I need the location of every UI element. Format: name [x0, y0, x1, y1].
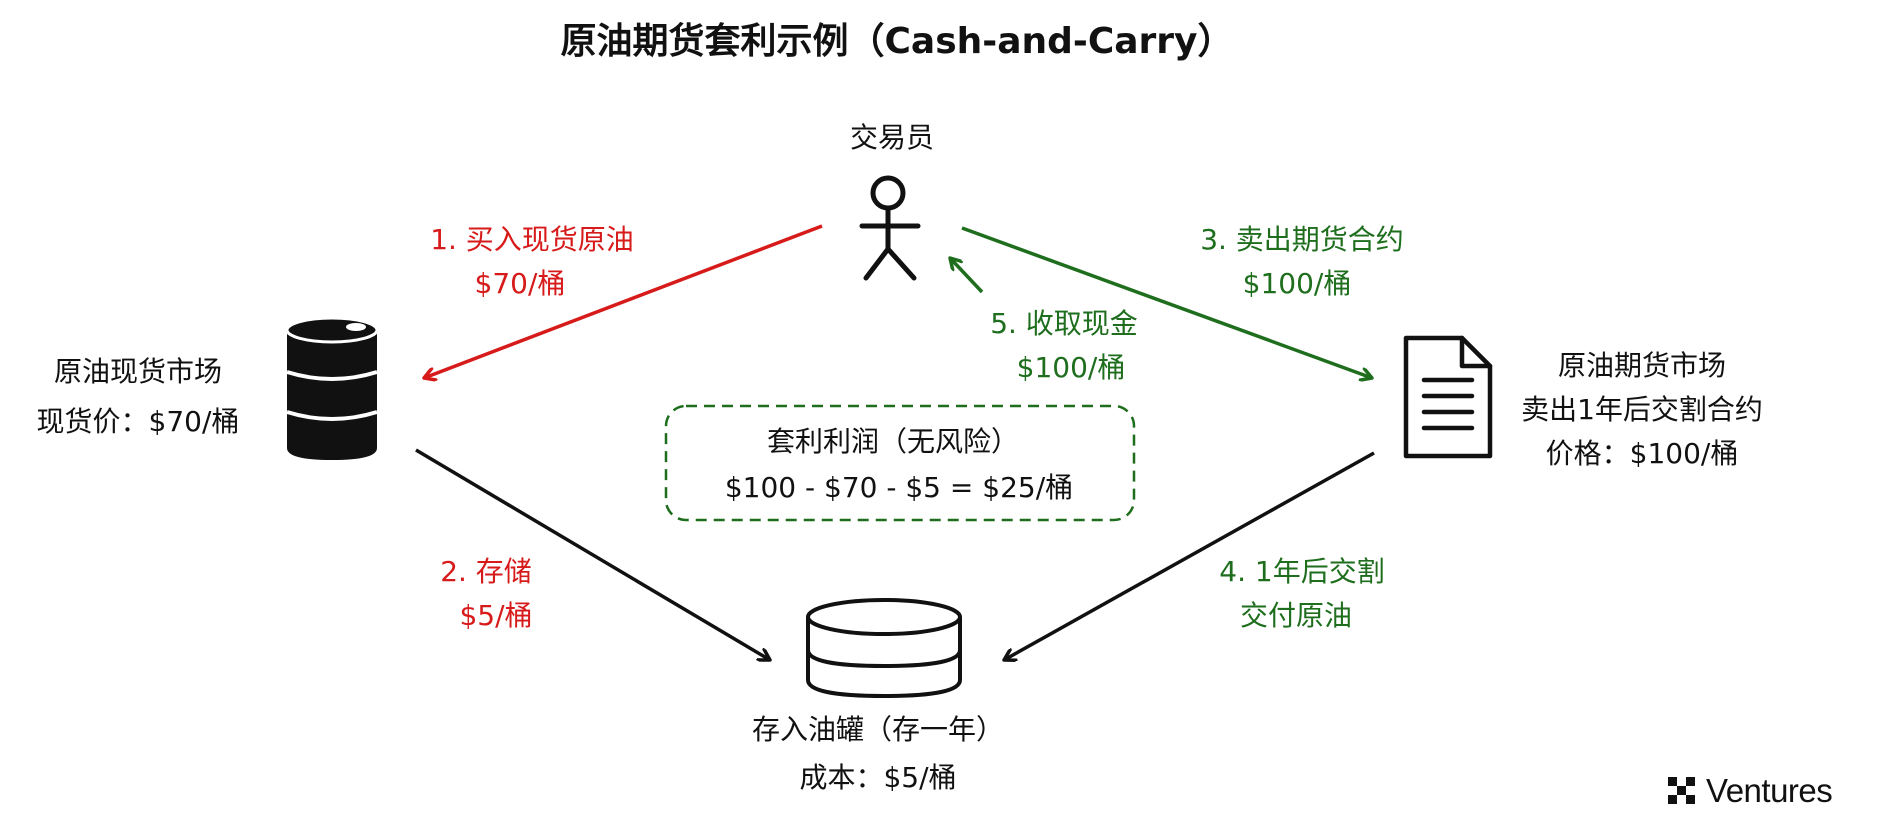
- arrow-collect-cash: [950, 258, 984, 294]
- futures-market-title: 原油期货市场: [1557, 349, 1727, 382]
- step-deliver-value: 交付原油: [1239, 599, 1353, 632]
- step-sell-futures-label: 3. 卖出期货合约: [1200, 223, 1404, 256]
- futures-market-desc: 卖出1年后交割合约: [1521, 393, 1763, 426]
- brand-name: Ventures: [1706, 772, 1833, 809]
- arrow-deliver: [1004, 451, 1375, 660]
- trader-label: 交易员: [849, 121, 935, 154]
- futures-market-price: 价格：$100/桶: [1545, 437, 1739, 470]
- profit-box-formula: $100 - $70 - $5 = $25/桶: [724, 471, 1074, 504]
- storage-tank-icon: [806, 598, 962, 699]
- step-collect-cash-label: 5. 收取现金: [990, 307, 1138, 340]
- spot-market-title: 原油现货市场: [53, 355, 223, 388]
- step-buy-spot-value: $70/桶: [474, 267, 566, 300]
- step-deliver-label: 4. 1年后交割: [1219, 555, 1385, 588]
- page-title: 原油期货套利示例（Cash-and-Carry）: [560, 21, 1234, 62]
- spot-market-price: 现货价：$70/桶: [36, 405, 240, 438]
- arrow-sell-futures: [961, 226, 1372, 378]
- step-buy-spot-label: 1. 买入现货原油: [430, 223, 634, 256]
- step-store-value: $5/桶: [459, 599, 533, 632]
- arrow-store: [415, 448, 770, 660]
- storage-title: 存入油罐（存一年）: [751, 713, 1005, 746]
- x-logo-icon: [1668, 777, 1695, 804]
- step-store-label: 2. 存储: [440, 555, 532, 588]
- profit-box-border: [664, 404, 1136, 522]
- oil-barrel-icon: [285, 316, 379, 460]
- person-icon: [859, 175, 921, 281]
- step-sell-futures-value: $100/桶: [1242, 267, 1352, 300]
- profit-box-title: 套利利润（无风险）: [766, 425, 1020, 458]
- document-icon: [1403, 335, 1493, 459]
- storage-cost: 成本：$5/桶: [799, 761, 957, 794]
- step-collect-cash-value: $100/桶: [1016, 351, 1126, 384]
- arrow-buy-spot: [424, 224, 823, 378]
